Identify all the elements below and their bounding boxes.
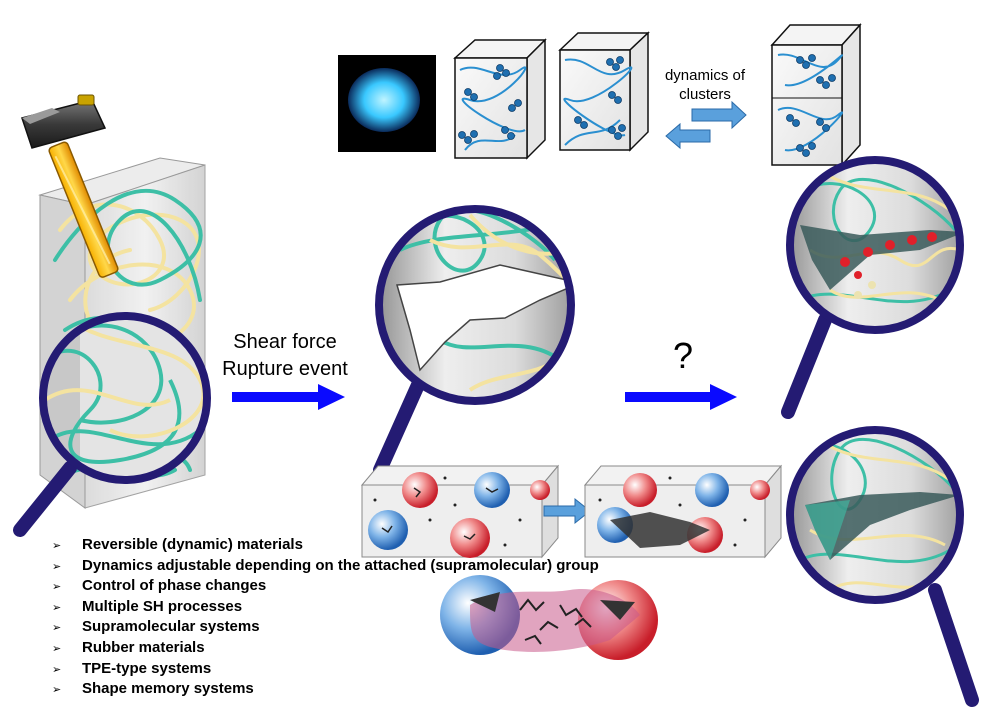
magnifying-glass-icon <box>13 312 211 537</box>
healing-magnifying-glass-bottom <box>786 426 979 707</box>
crack-magnifying-glass <box>373 205 575 477</box>
arrowhead-bullet-icon: ➢ <box>52 540 62 552</box>
list-item: ➢Control of phase changes <box>52 576 599 597</box>
dynamics-label: dynamics of <box>665 67 746 84</box>
supramolecular-box-before <box>360 464 560 559</box>
arrowhead-bullet-icon: ➢ <box>52 601 62 614</box>
list-item: ➢Shape memory systems <box>52 679 599 700</box>
arrowhead-bullet-icon: ➢ <box>52 663 62 676</box>
supramolecular-box-after <box>583 464 783 559</box>
hammer-icon <box>21 94 119 278</box>
fluorescent-sample-photo <box>338 55 436 152</box>
arrow-right-icon <box>625 384 737 410</box>
arrowhead-bullet-icon: ➢ <box>52 642 62 655</box>
cluster-box-left <box>453 38 547 160</box>
clusters-label: clusters <box>679 86 731 103</box>
cluster-box-middle <box>558 31 650 152</box>
list-item: ➢Supramolecular systems <box>52 617 599 638</box>
arrowhead-bullet-icon: ➢ <box>52 622 62 635</box>
list-item: ➢Rubber materials <box>52 638 599 659</box>
rupture-event-label: Rupture event <box>222 358 348 380</box>
arrowhead-bullet-icon: ➢ <box>52 560 62 573</box>
arrowhead-bullet-icon: ➢ <box>52 684 62 697</box>
list-item: ➢Dynamics adjustable depending on the at… <box>52 556 599 577</box>
healing-magnifying-glass-top <box>781 156 964 419</box>
list-item: ➢TPE-type systems <box>52 659 599 680</box>
arrow-right-icon <box>232 384 345 410</box>
sphere-network-closeup <box>440 575 658 660</box>
process-arrow-icon <box>543 497 591 525</box>
shear-force-label: Shear force <box>233 331 336 353</box>
list-item: ➢Reversible (dynamic) materials <box>52 535 599 556</box>
question-mark: ? <box>673 335 693 376</box>
cluster-box-right <box>770 23 862 167</box>
list-item: ➢Multiple SH processes <box>52 597 599 618</box>
feature-list: ➢Reversible (dynamic) materials ➢Dynamic… <box>52 535 599 700</box>
arrowhead-bullet-icon: ➢ <box>52 581 62 594</box>
exchange-arrows-icon <box>665 100 747 150</box>
